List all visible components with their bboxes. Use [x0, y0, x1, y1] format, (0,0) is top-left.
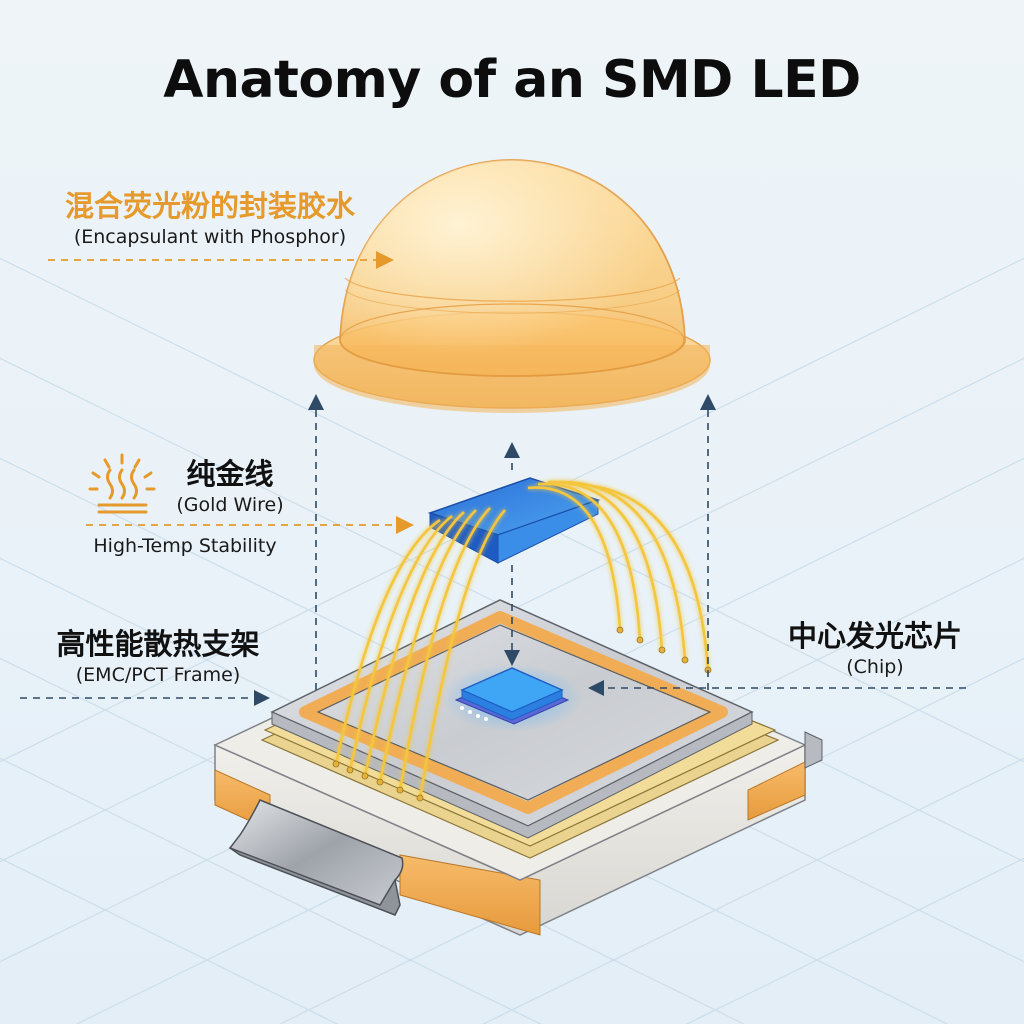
frame-package — [213, 599, 823, 936]
wire-bond-points — [332, 626, 712, 802]
label-gold-wire-note: High-Temp Stability — [80, 534, 290, 558]
label-encapsulant: 混合荧光粉的封装胶水 (Encapsulant with Phosphor) — [40, 188, 380, 250]
explode-lines — [20, 394, 966, 706]
heat-icon — [88, 453, 156, 514]
gold-wire-note: High-Temp Stability — [93, 535, 277, 557]
frame-en-label: (EMC/PCT Frame) — [75, 664, 241, 686]
gold-wires — [334, 480, 710, 799]
leader-lines-orange — [48, 251, 414, 534]
chip-cn-label: 中心发光芯片 — [787, 619, 962, 653]
terminal-lead — [228, 799, 404, 916]
gold-wire-cn-label: 纯金线 — [186, 457, 274, 491]
encapsulant-dome — [313, 159, 711, 413]
encapsulant-cn-label: 混合荧光粉的封装胶水 — [64, 189, 355, 223]
chip-en-label: (Chip) — [846, 656, 904, 678]
center-led-chip — [442, 664, 582, 732]
frame-cn-label: 高性能散热支架 — [56, 627, 260, 661]
gold-wire-en-label: (Gold Wire) — [176, 494, 284, 516]
page-title: Anatomy of an SMD LED — [163, 50, 861, 110]
encapsulant-en-label: (Encapsulant with Phosphor) — [73, 226, 347, 248]
label-gold-wire: 纯金线 (Gold Wire) — [160, 456, 300, 518]
label-chip: 中心发光芯片 (Chip) — [770, 618, 980, 680]
label-frame: 高性能散热支架 (EMC/PCT Frame) — [38, 626, 278, 688]
